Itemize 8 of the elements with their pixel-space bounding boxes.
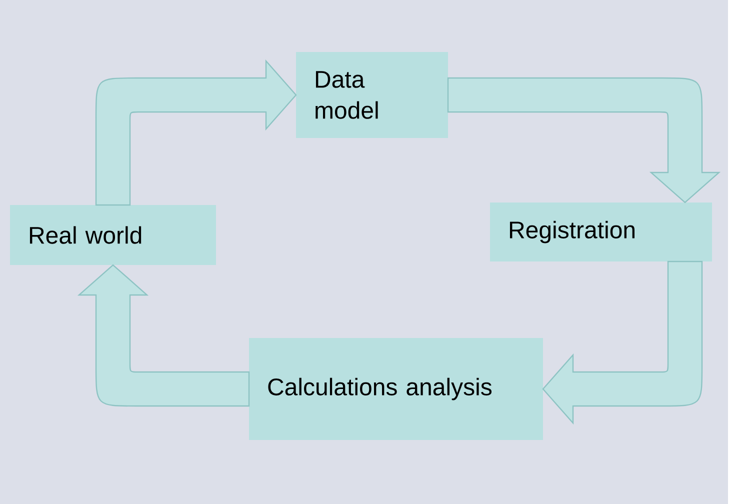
bent-arrow bbox=[542, 260, 703, 424]
bent-arrow bbox=[95, 60, 297, 206]
text-box: Data model bbox=[296, 52, 448, 138]
text-box: Calculations analysis bbox=[249, 338, 543, 440]
text-box: Registration bbox=[490, 202, 712, 262]
bent-arrow bbox=[78, 264, 250, 407]
text-box: Real world bbox=[10, 205, 216, 265]
bent-arrow bbox=[447, 77, 720, 204]
